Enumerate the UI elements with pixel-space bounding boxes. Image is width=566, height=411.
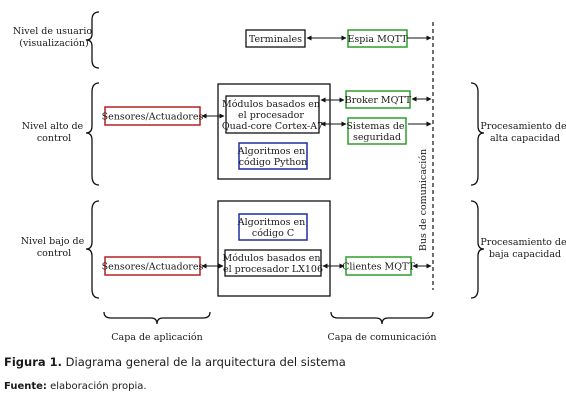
modulos-high-box xyxy=(225,95,320,134)
brace-user xyxy=(85,11,100,69)
low-control-block xyxy=(217,200,331,297)
processing-high-label: Procesamiento de alta capacidad xyxy=(480,121,566,144)
brace-application-layer xyxy=(103,311,211,325)
broker-mqtt-box xyxy=(345,90,411,109)
source-label: Fuente: xyxy=(4,381,47,392)
level-low-label: Nivel bajo de control xyxy=(21,236,88,259)
algoritmos-c-box xyxy=(238,213,308,241)
terminales-box xyxy=(245,29,306,48)
processing-low-label: Procesamiento de baja capacidad xyxy=(480,237,566,260)
algoritmos-python-box xyxy=(238,142,308,170)
brace-high xyxy=(85,82,100,186)
brace-right-high xyxy=(470,82,485,186)
source-text: elaboración propia. xyxy=(47,380,147,392)
broker-mqtt-text: Broker MQTT xyxy=(345,95,412,106)
sistemas-seguridad-box xyxy=(347,117,407,145)
terminales-text: Terminales xyxy=(249,34,302,45)
clientes-mqtt-box xyxy=(345,256,412,276)
communication-layer-label: Capa de comunicación xyxy=(328,332,437,343)
modulos-low-box xyxy=(224,249,322,277)
bus-label: Bus de comunicación xyxy=(418,149,429,251)
application-layer-label: Capa de aplicación xyxy=(111,332,202,343)
sistemas-seguridad-text: Sistemas de seguridad xyxy=(346,121,407,143)
modulos-high-text: Módulos basados en el procesador Quad-co… xyxy=(222,99,323,132)
figure-label: Figura 1. xyxy=(4,355,62,369)
high-control-block xyxy=(217,83,331,180)
source-caption: Fuente: elaboración propia. xyxy=(4,380,147,392)
sensores-low-text: Sensores/Actuadores xyxy=(102,262,204,273)
sensores-high-box xyxy=(104,106,201,126)
brace-right-low xyxy=(470,200,485,299)
figure-text: Diagrama general de la arquitectura del … xyxy=(62,355,346,369)
algoritmos-python-text: Algoritmos en código Python xyxy=(237,146,309,168)
espia-mqtt-text: Espia MQTT xyxy=(348,34,409,45)
sensores-high-text: Sensores/Actuadores xyxy=(102,112,204,123)
level-user-label: Nivel de usuario (visualización) xyxy=(13,26,95,49)
sensores-low-box xyxy=(104,256,201,276)
brace-communication-layer xyxy=(330,311,434,325)
figure-caption: Figura 1. Diagrama general de la arquite… xyxy=(4,355,346,369)
level-high-label: Nivel alto de control xyxy=(22,121,86,144)
clientes-mqtt-text: Clientes MQTT xyxy=(342,262,415,273)
algoritmos-c-text: Algoritmos en código C xyxy=(237,217,309,239)
modulos-low-text: Módulos basados en el procesador LX106 xyxy=(222,253,323,275)
brace-low xyxy=(85,200,100,299)
